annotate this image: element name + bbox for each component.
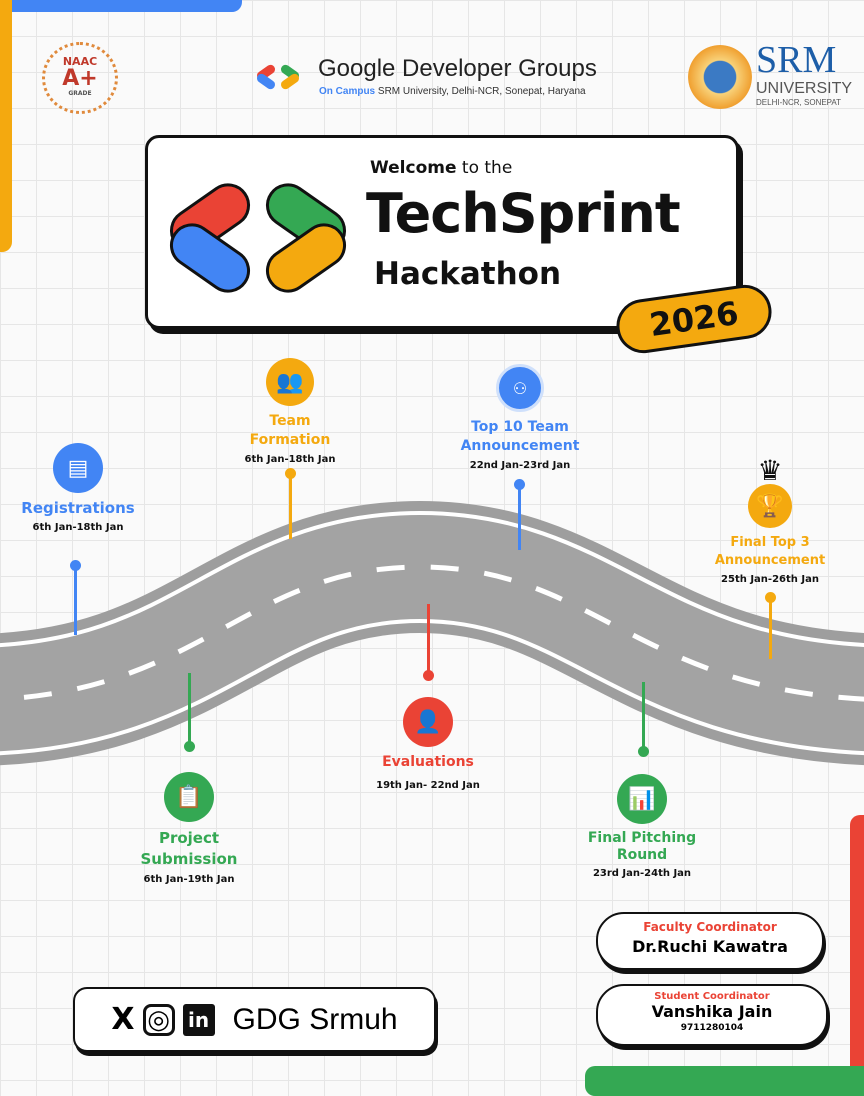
road-center-dashes (0, 564, 864, 702)
naac-badge: NAAC A+ GRADE (42, 42, 118, 114)
welcome-bold: Welcome (370, 158, 457, 178)
milestone-label: Project Submission (140, 829, 238, 868)
milestone-top10: ⚇ Top 10 Team Announcement 22nd Jan-23rd… (435, 364, 605, 471)
social-handle: GDG Srmuh (232, 1002, 398, 1036)
crown-icon: ♛ (757, 454, 783, 487)
pin-team-formation (285, 468, 296, 539)
clipboard-icon: 📋 (164, 772, 214, 822)
on-campus-label: On Campus (319, 86, 376, 97)
srm-university: UNIVERSITY (756, 80, 853, 97)
milestone-dates: 6th Jan-18th Jan (32, 522, 124, 533)
pin-evaluations (423, 604, 434, 681)
welcome-text: Welcome to the (370, 158, 512, 178)
milestone-evaluations: 👤 Evaluations 19th Jan- 22nd Jan (343, 697, 513, 791)
document-icon: ▤ (53, 443, 103, 493)
evaluator-icon: 👤 (403, 697, 453, 747)
srm-name: SRM (756, 39, 837, 81)
student-name: Vanshika Jain (651, 1002, 773, 1021)
pin-registrations (70, 560, 81, 635)
hero-subtitle: Hackathon (374, 256, 562, 292)
linkedin-icon[interactable]: in (182, 1003, 215, 1036)
milestone-dates: 22nd Jan-23rd Jan (469, 460, 571, 471)
milestone-label: Team Formation (249, 413, 331, 448)
milestone-team-formation: 👥 Team Formation 6th Jan-18th Jan (205, 358, 375, 465)
milestone-registrations: ▤ Registrations 6th Jan-18th Jan (0, 443, 163, 533)
milestone-dates: 25th Jan-26th Jan (721, 574, 819, 585)
milestone-top3: ♛ 🏆 Final Top 3 Announcement 25th Jan-26… (685, 454, 855, 586)
milestone-dates: 6th Jan-19th Jan (143, 874, 235, 885)
gdg-subtitle: On Campus SRM University, Delhi-NCR, Son… (319, 86, 586, 97)
team-icon: 👥 (266, 358, 314, 406)
student-coordinator-card: Student Coordinator Vanshika Jain 971128… (596, 984, 828, 1046)
milestone-final-pitching: 📊 Final Pitching Round 23rd Jan-24th Jan (557, 774, 727, 879)
trophy-icon: 🏆 (748, 484, 792, 528)
gdg-location: SRM University, Delhi-NCR, Sonepat, Hary… (377, 86, 586, 97)
student-label: Student Coordinator (654, 991, 770, 1002)
srm-logo-text: SRM UNIVERSITY DELHI-NCR, SONEPAT (756, 40, 852, 107)
top-blue-accent (0, 0, 242, 12)
instagram-icon[interactable]: ◎ (142, 1003, 175, 1036)
srm-location: DELHI-NCR, SONEPAT (756, 98, 842, 107)
pin-top10 (514, 479, 525, 550)
milestone-label: Final Top 3 Announcement (714, 535, 826, 568)
faculty-coordinator-card: Faculty Coordinator Dr.Ruchi Kawatra (596, 912, 824, 970)
hero-card: Welcome to the TechSprint Hackathon (145, 135, 739, 329)
milestone-label: Final Pitching Round (587, 830, 697, 863)
pin-project-submission (184, 673, 195, 752)
pin-final-pitching (638, 682, 649, 757)
milestone-label: Top 10 Team Announcement (460, 419, 580, 454)
faculty-name: Dr.Ruchi Kawatra (632, 937, 788, 956)
presentation-icon: 📊 (617, 774, 667, 824)
right-red-accent (850, 815, 864, 1095)
pin-top3 (765, 592, 776, 659)
milestone-dates: 6th Jan-18th Jan (244, 454, 336, 465)
left-yellow-accent (0, 0, 12, 252)
milestone-dates: 19th Jan- 22nd Jan (376, 780, 480, 791)
milestone-label: Evaluations (382, 754, 474, 770)
welcome-rest: to the (456, 158, 513, 178)
gdg-title: Google Developer Groups (318, 55, 597, 82)
srm-seal (688, 45, 752, 109)
student-phone: 9711280104 (680, 1023, 744, 1033)
milestone-label: Registrations (21, 499, 135, 517)
naac-grade: A+ (62, 66, 98, 91)
x-icon[interactable]: X (111, 1002, 135, 1037)
group-icon: ⚇ (496, 364, 544, 412)
faculty-label: Faculty Coordinator (643, 920, 777, 934)
hero-title: TechSprint (366, 182, 681, 245)
milestone-dates: 23rd Jan-24th Jan (592, 868, 692, 879)
naac-grade-label: GRADE (68, 90, 92, 97)
naac-text: NAAC (62, 55, 98, 68)
social-bar: X ◎ in GDG Srmuh (73, 987, 436, 1052)
milestone-project-submission: 📋 Project Submission 6th Jan-19th Jan (104, 772, 274, 885)
